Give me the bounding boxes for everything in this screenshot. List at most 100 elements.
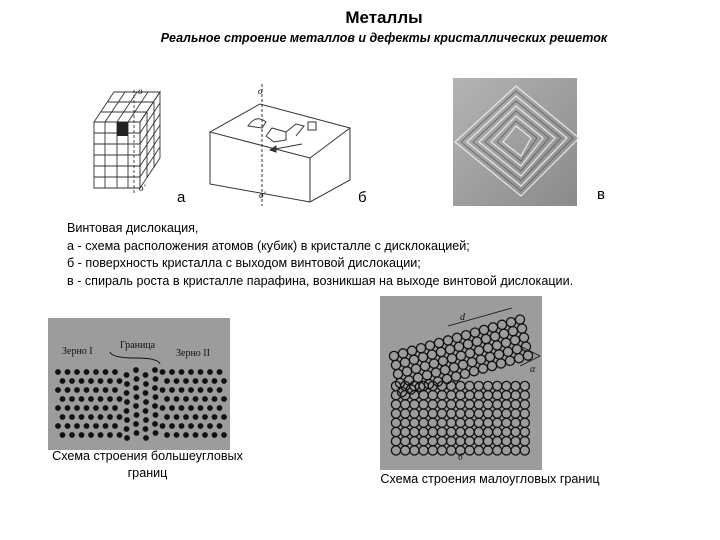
atom xyxy=(173,432,180,438)
atom xyxy=(169,423,175,429)
atom xyxy=(59,432,66,438)
atom xyxy=(183,432,189,438)
atom xyxy=(164,396,170,402)
mark-o-prime-b: о' xyxy=(259,190,267,200)
atom xyxy=(88,432,94,438)
atom xyxy=(169,405,175,411)
atom xyxy=(164,432,170,438)
page-title: Металлы xyxy=(345,8,423,27)
atom xyxy=(93,405,99,411)
atom xyxy=(107,414,113,420)
atom xyxy=(116,378,123,384)
atom xyxy=(59,396,66,402)
dislocation-description: Винтовая дислокация, а - схема расположе… xyxy=(67,220,573,290)
atom xyxy=(522,350,534,361)
atom xyxy=(116,432,123,438)
atom xyxy=(112,369,118,375)
atom xyxy=(211,396,218,402)
atom xyxy=(133,376,140,382)
atom xyxy=(102,387,109,393)
atom xyxy=(202,396,208,402)
caption-high-angle: Схема строения большеугловых границ xyxy=(52,449,243,480)
atom xyxy=(192,414,199,420)
atom xyxy=(159,423,166,429)
atom xyxy=(55,387,61,393)
atom xyxy=(123,408,130,414)
atom xyxy=(93,387,99,393)
atom xyxy=(102,405,109,411)
atom xyxy=(152,430,159,436)
atom xyxy=(78,396,85,402)
atom xyxy=(188,405,194,411)
atom xyxy=(188,369,194,375)
atom xyxy=(78,378,85,384)
atom xyxy=(124,381,130,387)
atom xyxy=(78,432,85,438)
label-grain-1: Зерно I xyxy=(62,346,93,357)
atom xyxy=(197,423,204,429)
atom xyxy=(133,430,140,436)
low-angle-boundary-diagram: d α б xyxy=(380,296,542,470)
atom xyxy=(74,387,80,393)
atom xyxy=(83,369,90,375)
atom xyxy=(192,396,199,402)
atom xyxy=(64,387,71,393)
atom xyxy=(143,417,149,423)
atom xyxy=(123,372,130,378)
atom xyxy=(216,387,223,393)
atom xyxy=(202,378,208,384)
atom xyxy=(178,423,185,429)
page-subtitle: Реальное строение металлов и дефекты кри… xyxy=(160,31,608,45)
atom xyxy=(173,414,180,420)
atom xyxy=(197,387,204,393)
atom xyxy=(207,369,213,375)
atom xyxy=(116,396,123,402)
atom xyxy=(202,414,208,420)
atom xyxy=(152,394,159,400)
atom xyxy=(55,423,61,429)
atom xyxy=(64,405,71,411)
atom xyxy=(152,412,159,418)
atom xyxy=(159,405,166,411)
atom xyxy=(142,372,149,378)
atom xyxy=(216,423,223,429)
atom xyxy=(183,378,189,384)
atom xyxy=(173,378,180,384)
atom xyxy=(74,369,80,375)
atom xyxy=(216,369,223,375)
mark-o-a: о xyxy=(138,86,143,96)
description-line-2: а - схема расположения атомов (кубик) в … xyxy=(67,238,470,253)
atom xyxy=(55,369,61,375)
atom xyxy=(178,405,185,411)
atom xyxy=(83,423,90,429)
atom xyxy=(207,387,213,393)
atom xyxy=(152,376,159,382)
caption-low-angle: Схема строения малоугловых границ xyxy=(380,472,600,486)
atom xyxy=(123,426,130,432)
atom xyxy=(159,369,166,375)
atom xyxy=(221,414,227,420)
atom xyxy=(178,387,185,393)
atom xyxy=(221,378,227,384)
atom xyxy=(197,369,204,375)
atom xyxy=(202,432,208,438)
atom xyxy=(133,412,140,418)
atom xyxy=(183,396,189,402)
atom xyxy=(143,381,149,387)
atom xyxy=(188,423,194,429)
atom xyxy=(164,414,170,420)
atom xyxy=(142,390,149,396)
atom xyxy=(192,432,199,438)
atom xyxy=(152,403,158,409)
atom xyxy=(107,432,113,438)
atom xyxy=(211,378,218,384)
atom xyxy=(59,378,66,384)
atom xyxy=(173,396,180,402)
atom xyxy=(159,387,166,393)
atom xyxy=(164,378,170,384)
atom xyxy=(133,394,140,400)
mark-o-prime-a: о' xyxy=(139,183,147,193)
atom xyxy=(143,399,149,405)
atom xyxy=(74,405,80,411)
atom xyxy=(107,378,113,384)
